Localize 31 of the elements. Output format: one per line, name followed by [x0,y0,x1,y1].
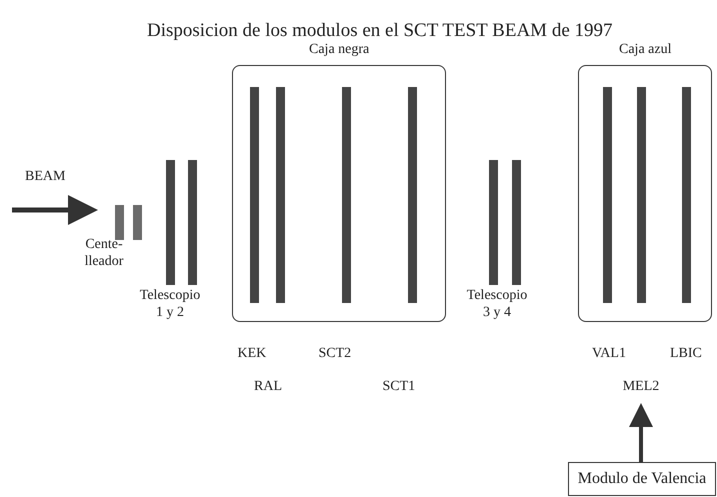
detector-module-bar [115,205,124,240]
detector-module-bar [512,160,521,285]
module-label: SCT2 [318,345,352,362]
detector-module-bar [133,205,142,240]
component-label: Telescopio 3 y 4 [466,287,528,321]
detector-module-bar [408,87,417,303]
callout-box: Modulo de Valencia [568,462,716,496]
detector-module-bar [188,160,197,285]
detector-module-bar [276,87,285,303]
module-label: RAL [254,378,282,395]
box-title: Caja negra [309,41,370,58]
detector-module-bar [682,87,691,303]
module-label: LBIC [670,345,702,362]
detector-module-bar [166,160,175,285]
diagram-title: Disposicion de los modulos en el SCT TEST BEAM de 1997 [147,22,613,39]
module-label: KEK [238,345,266,362]
beam-label: BEAM [25,168,66,185]
detector-module-bar [637,87,646,303]
component-label: Telescopio 1 y 2 [138,287,202,321]
enclosure-box [232,65,446,322]
detector-module-bar [489,160,498,285]
module-label: MEL2 [621,378,661,396]
detector-module-bar [603,87,612,303]
arrow [629,403,653,462]
module-label: VAL1 [592,345,626,362]
enclosure-box [578,65,712,322]
detector-module-bar [250,87,259,303]
detector-module-bar [342,87,351,303]
module-label: SCT1 [382,378,416,395]
box-title: Caja azul [619,41,672,58]
component-label: Cente- lleador [84,236,124,270]
